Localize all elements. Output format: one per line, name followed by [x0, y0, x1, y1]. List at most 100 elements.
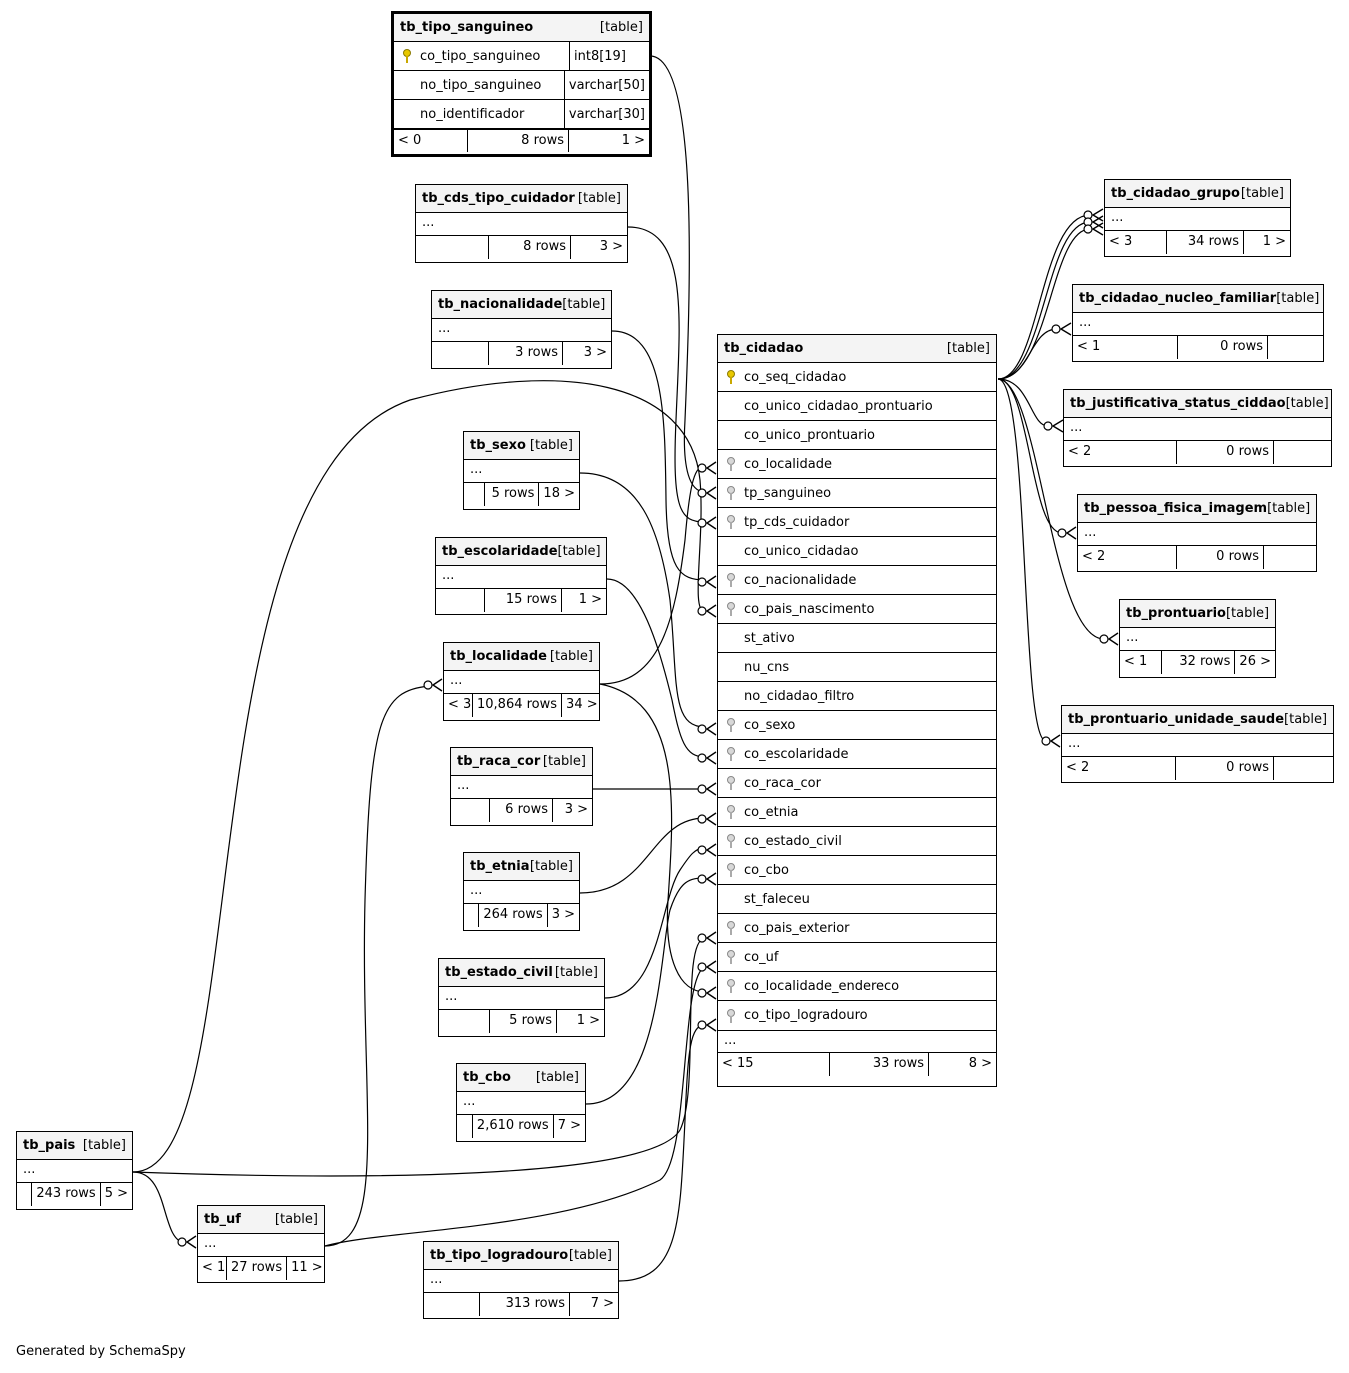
parents-count[interactable]: < 1 [1120, 651, 1163, 674]
parents-count[interactable] [416, 236, 489, 259]
column-name: co_pais_nascimento [744, 601, 875, 617]
parents-count[interactable]: < 2 [1064, 441, 1177, 464]
column-ellipsis: ... [17, 1160, 132, 1183]
children-count[interactable]: 1 > [1262, 234, 1286, 249]
children-count[interactable]: 1 > [576, 1013, 600, 1028]
rel-pais-uf [132, 1171, 186, 1244]
column-ellipsis: ... [1105, 208, 1290, 231]
parents-count[interactable] [464, 483, 485, 506]
children-count[interactable] [1268, 336, 1323, 359]
table-name: tb_pais [23, 1138, 76, 1153]
parents-count[interactable]: < 2 [1062, 757, 1176, 780]
column-row: co_uf [718, 943, 996, 972]
table-tb-cidadao-nucleo-familiar[interactable]: tb_cidadao_nucleo_familiar[table] ... < … [1072, 284, 1324, 362]
children-count[interactable]: 11 > [291, 1260, 323, 1275]
children-count[interactable] [1264, 546, 1316, 569]
parents-count[interactable]: < 2 [1078, 546, 1177, 569]
rel-escolaridade [606, 578, 706, 758]
children-count[interactable]: 26 > [1239, 654, 1271, 669]
children-count[interactable]: 7 > [557, 1118, 581, 1133]
parents-count[interactable]: < 15 [718, 1053, 830, 1076]
table-name: tb_cidadao [724, 341, 804, 356]
parents-count[interactable] [439, 1010, 490, 1033]
foreign-key-icon [718, 862, 744, 878]
table-type: [table] [1276, 291, 1320, 306]
children-count[interactable] [1274, 441, 1331, 464]
rel-prontuario-unidade [997, 378, 1047, 742]
parents-count[interactable]: < 0 [394, 130, 468, 152]
table-tb-prontuario-unidade-saude[interactable]: tb_prontuario_unidade_saude[table] ... <… [1061, 705, 1334, 783]
rel-nacionalidade [611, 330, 706, 581]
parents-count[interactable] [17, 1183, 33, 1206]
table-name: tb_uf [204, 1212, 241, 1227]
parents-count[interactable] [464, 904, 480, 927]
parents-count[interactable] [424, 1293, 480, 1316]
children-count[interactable]: 5 > [104, 1186, 128, 1201]
rel-justificativa [997, 378, 1049, 427]
parents-count[interactable]: < 1 [1073, 336, 1178, 359]
foreign-key-icon [718, 485, 744, 501]
children-count[interactable]: 1 > [578, 592, 602, 607]
column-row: co_nacionalidade [718, 566, 996, 595]
table-type: [table] [542, 754, 586, 769]
parents-count[interactable] [432, 342, 489, 365]
children-count[interactable] [1274, 757, 1333, 780]
children-count[interactable]: 1 > [621, 133, 645, 148]
column-row: st_faleceu [718, 885, 996, 914]
column-name: co_sexo [744, 717, 796, 733]
children-count[interactable]: 7 > [590, 1296, 614, 1311]
foreign-key-icon [718, 804, 744, 820]
table-name: tb_prontuario_unidade_saude [1068, 712, 1285, 727]
column-row: co_pais_nascimento [718, 595, 996, 624]
table-type: [table] [562, 297, 606, 312]
column-name: co_tipo_logradouro [744, 1008, 868, 1023]
table-tb-tipo-sanguineo[interactable]: tb_tipo_sanguineo [table] co_tipo_sangui… [391, 11, 652, 157]
children-count[interactable]: 3 > [564, 802, 588, 817]
table-tb-justificativa-status-ciddao[interactable]: tb_justificativa_status_ciddao[table] ..… [1063, 389, 1332, 467]
parents-count[interactable] [436, 589, 485, 612]
parents-count[interactable]: < 1 [198, 1257, 227, 1280]
parents-count[interactable]: < 3 [444, 694, 473, 717]
table-name: tb_sexo [470, 438, 526, 453]
parents-count[interactable] [451, 799, 490, 822]
children-count[interactable]: 3 > [583, 345, 607, 360]
children-count[interactable]: 3 > [599, 239, 623, 254]
children-count[interactable]: 18 > [543, 486, 575, 501]
row-count: 15 rows [485, 589, 562, 612]
children-count[interactable]: 3 > [551, 907, 575, 922]
column-name: tp_cds_cuidador [744, 514, 850, 530]
column-row: co_cbo [718, 856, 996, 885]
parents-count[interactable]: < 3 [1105, 231, 1167, 254]
children-count[interactable]: 34 > [566, 697, 598, 712]
rel-uf-localidade [324, 685, 431, 1247]
table-footer: 15 rows 1 > [436, 589, 606, 612]
table-type: [table] [274, 1212, 318, 1227]
column-name: co_unico_cidadao [744, 543, 859, 559]
table-header: tb_cbo[table] [457, 1064, 585, 1092]
children-count[interactable]: 8 > [968, 1056, 992, 1071]
column-row: co_unico_prontuario [718, 421, 996, 450]
column-name: nu_cns [744, 659, 790, 675]
table-type: [table] [1267, 501, 1311, 516]
parents-count[interactable] [457, 1115, 473, 1138]
column-name: co_escolaridade [744, 746, 849, 762]
